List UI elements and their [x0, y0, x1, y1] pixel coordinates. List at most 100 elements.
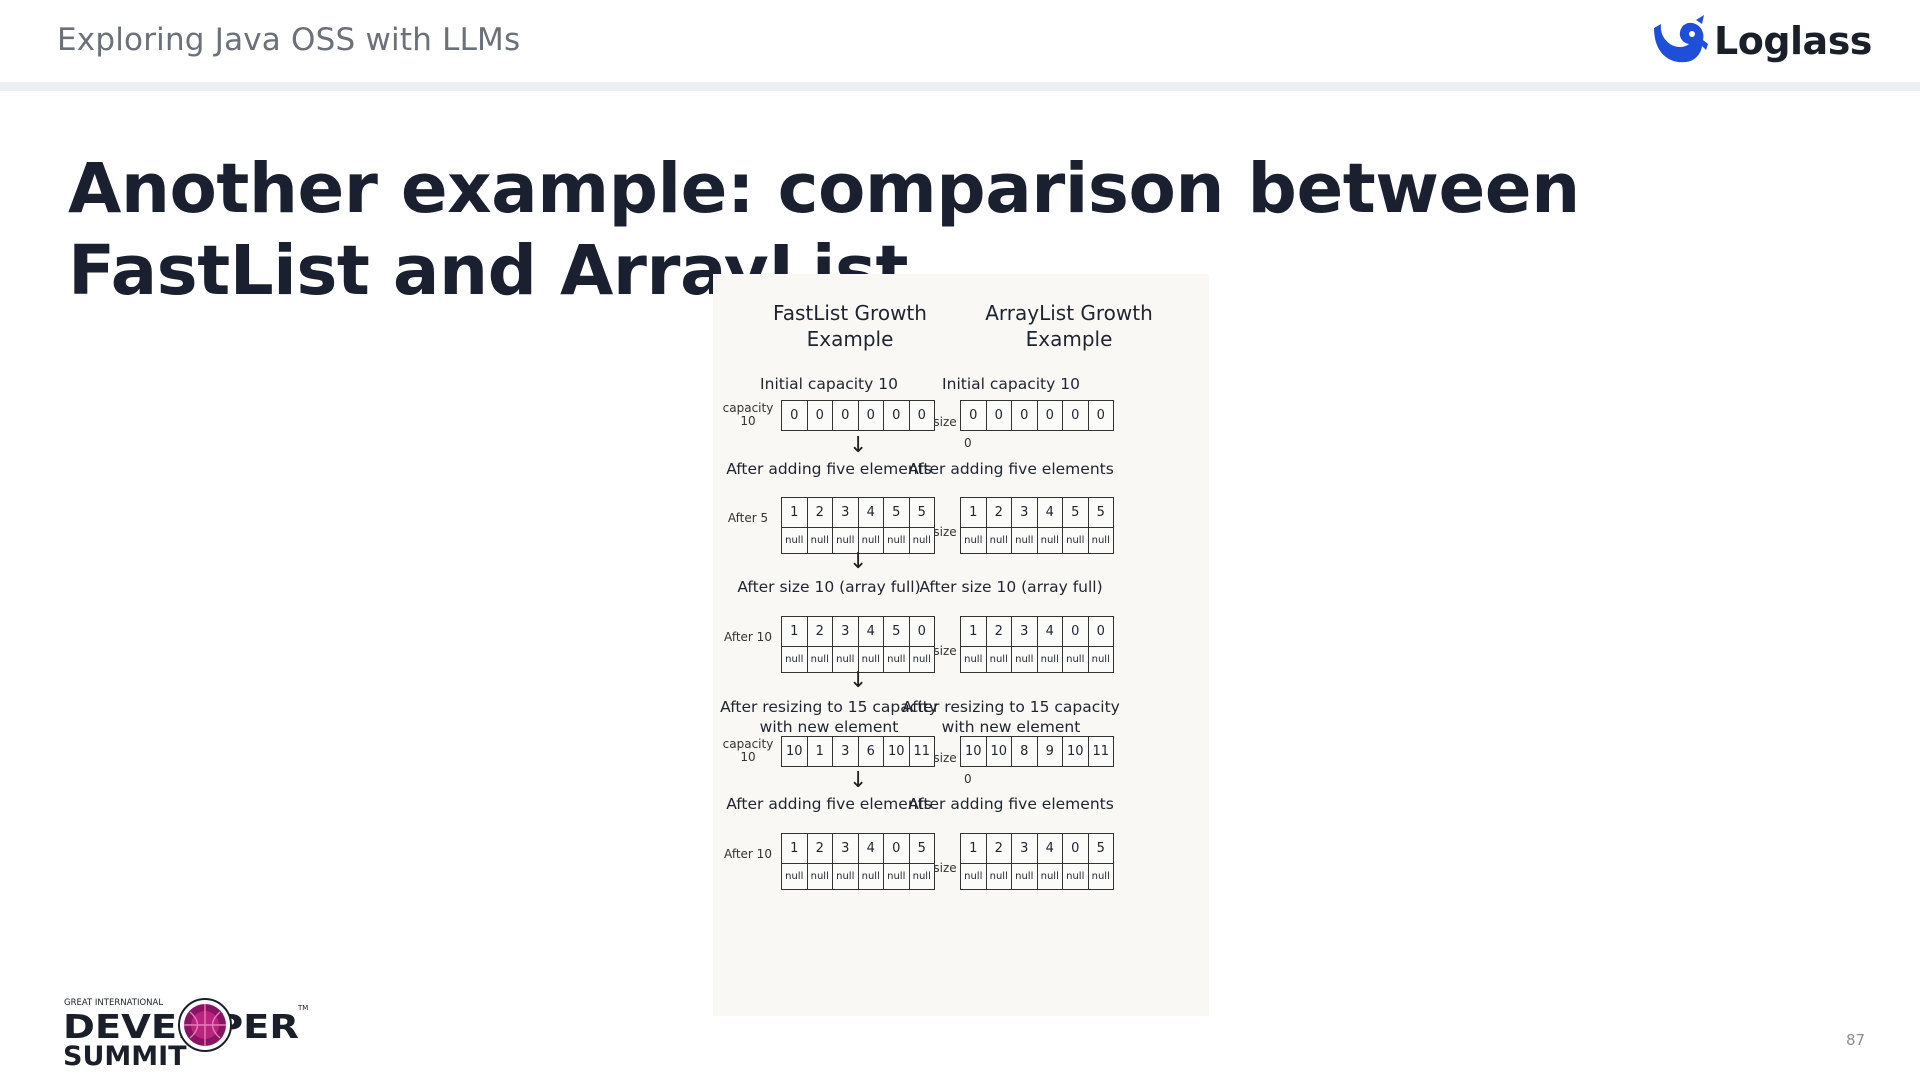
- arraylist-caption: After resizing to 15 capacity with new e…: [902, 698, 1120, 736]
- loglass-logo: Loglass: [1648, 14, 1872, 68]
- array-cell: 0: [833, 401, 859, 431]
- header-title: Exploring Java OSS with LLMs: [57, 22, 521, 58]
- array-cell: 0: [884, 834, 910, 864]
- null-cell: null: [884, 864, 910, 890]
- null-cell: null: [1037, 528, 1063, 554]
- array-cell: 2: [807, 498, 833, 528]
- array-cell: 10: [1063, 737, 1089, 767]
- array-cell: 6: [858, 737, 884, 767]
- null-cell: null: [1012, 647, 1038, 673]
- array-cell: 1: [961, 834, 987, 864]
- null-cell: null: [986, 864, 1012, 890]
- array-cell: 1: [961, 617, 987, 647]
- array-cell: 10: [884, 737, 910, 767]
- array-cell: 3: [833, 617, 859, 647]
- array-cell: 3: [833, 737, 859, 767]
- null-cell: null: [782, 864, 808, 890]
- array-cell: 0: [1063, 834, 1089, 864]
- fastlist-column: FastList Growth Example Initial capacity…: [713, 274, 961, 1016]
- array-cell: 1: [807, 737, 833, 767]
- fastlist-heading: FastList Growth Example: [773, 301, 927, 351]
- null-cell: null: [961, 864, 987, 890]
- array-cell: 2: [986, 617, 1012, 647]
- arraylist-row-label: size: [933, 644, 957, 658]
- null-cell: null: [858, 864, 884, 890]
- array-cell: 0: [1088, 617, 1114, 647]
- array-cell: 11: [1088, 737, 1114, 767]
- array-cell: 1: [782, 617, 808, 647]
- null-cell: null: [833, 528, 859, 554]
- array-cell: 0: [1012, 401, 1038, 431]
- array-cell: 0: [1063, 401, 1089, 431]
- array-cell: 8: [1012, 737, 1038, 767]
- arraylist-row-label: size: [933, 525, 957, 539]
- array-cell: 4: [858, 498, 884, 528]
- array-cell: 0: [1037, 401, 1063, 431]
- null-cell: null: [833, 864, 859, 890]
- developer-summit-logo: GREAT INTERNATIONAL DEVEL PER TM SUMMIT: [63, 998, 308, 1068]
- null-cell: null: [858, 528, 884, 554]
- summit-logo-tm: TM: [297, 1004, 308, 1012]
- fastlist-row-label: After 10: [724, 847, 772, 861]
- null-cell: null: [884, 647, 910, 673]
- arraylist-row-label: size: [933, 414, 957, 429]
- array-cell: 0: [961, 401, 987, 431]
- array-cell: 3: [1012, 834, 1038, 864]
- null-cell: null: [1088, 647, 1114, 673]
- page-number: 87: [1846, 1031, 1866, 1049]
- arraylist-heading: ArrayList Growth Example: [985, 301, 1153, 351]
- slide-title: Another example: comparison between Fast…: [68, 149, 1580, 311]
- null-cell: null: [1088, 528, 1114, 554]
- null-cell: null: [807, 528, 833, 554]
- null-cell: null: [1063, 864, 1089, 890]
- null-cell: null: [833, 647, 859, 673]
- down-arrow-icon: ↓: [849, 668, 868, 693]
- array-cell: 2: [986, 834, 1012, 864]
- array-cell: 3: [833, 834, 859, 864]
- array-cell: 0: [807, 401, 833, 431]
- null-cell: null: [1012, 864, 1038, 890]
- fastlist-row-label: capacity 10: [722, 400, 774, 428]
- array-cell: 0: [884, 401, 910, 431]
- fastlist-row-label: After 10: [724, 630, 772, 644]
- null-cell: null: [1063, 647, 1089, 673]
- arraylist-row-label: size: [933, 861, 957, 875]
- array-cell: 9: [1037, 737, 1063, 767]
- array-cell: 5: [1088, 498, 1114, 528]
- fastlist-caption: After adding five elements: [726, 795, 932, 813]
- array-cell: 1: [782, 498, 808, 528]
- fastlist-caption: After size 10 (array full): [737, 578, 921, 596]
- null-cell: null: [961, 647, 987, 673]
- null-cell: null: [1037, 647, 1063, 673]
- logo-wordmark: Loglass: [1714, 19, 1872, 63]
- growth-comparison-figure: FastList Growth Example Initial capacity…: [713, 274, 1209, 1016]
- null-cell: null: [782, 528, 808, 554]
- array-cell: 0: [858, 401, 884, 431]
- null-cell: null: [909, 864, 935, 890]
- null-cell: null: [1088, 864, 1114, 890]
- arraylist-size-value: 0: [964, 772, 972, 786]
- array-cell: 4: [1037, 498, 1063, 528]
- null-cell: null: [986, 528, 1012, 554]
- null-cell: null: [884, 528, 910, 554]
- down-arrow-icon: ↓: [849, 549, 868, 574]
- array-cell: 11: [909, 737, 935, 767]
- array-cell: 0: [909, 401, 935, 431]
- array-cell: 0: [1088, 401, 1114, 431]
- summit-logo-line3: SUMMIT: [63, 1041, 187, 1068]
- fastlist-caption: After resizing to 15 capacity with new e…: [720, 698, 938, 736]
- array-cell: 0: [782, 401, 808, 431]
- arraylist-caption: After adding five elements: [908, 795, 1114, 813]
- array-cell: 3: [1012, 617, 1038, 647]
- null-cell: null: [807, 864, 833, 890]
- arraylist-row-label: size: [933, 750, 957, 765]
- null-cell: null: [782, 647, 808, 673]
- array-cell: 4: [1037, 617, 1063, 647]
- summit-logo-line1: GREAT INTERNATIONAL: [64, 998, 163, 1008]
- fastlist-caption: Initial capacity 10: [760, 375, 898, 393]
